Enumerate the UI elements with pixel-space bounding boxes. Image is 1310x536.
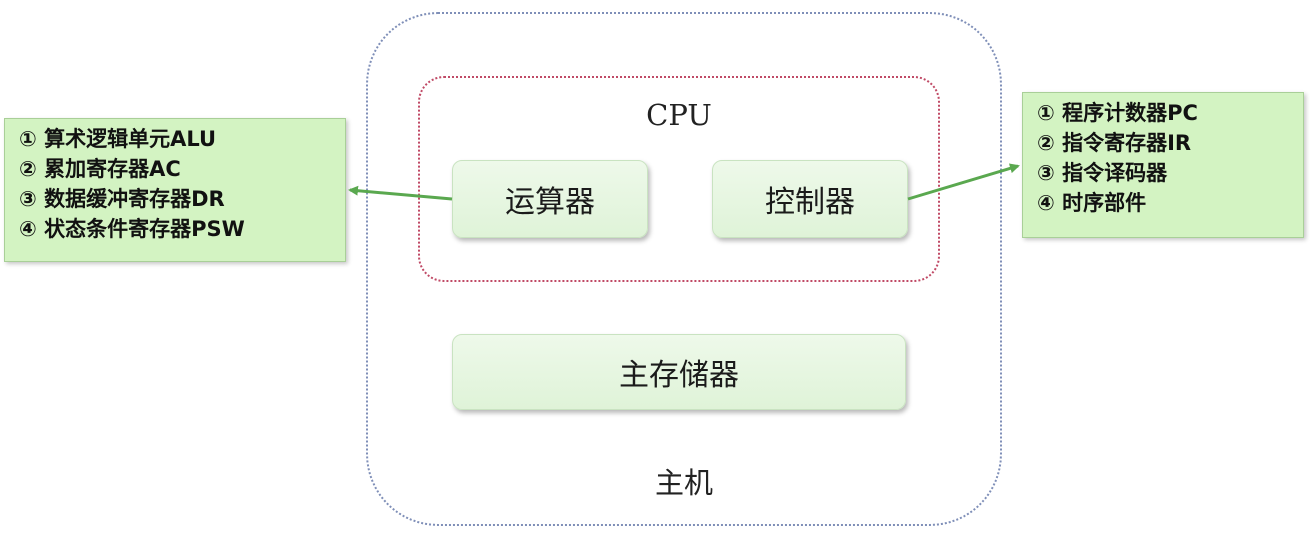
host-label: 主机: [654, 466, 713, 500]
alu-components-box: ① 算术逻辑单元ALU ② 累加寄存器AC ③ 数据缓冲寄存器DR ④ 状态条件…: [4, 118, 346, 262]
alu-component-item: ① 算术逻辑单元ALU: [19, 127, 217, 151]
controller-components-box: ① 程序计数器PC ② 指令寄存器IR ③ 指令译码器 ④ 时序部件: [1022, 92, 1304, 238]
main-memory-box: 主存储器: [452, 334, 906, 410]
controller-component-item: ② 指令寄存器IR: [1037, 131, 1192, 155]
alu-component-item: ② 累加寄存器AC: [19, 157, 181, 181]
alu-box: 运算器: [452, 160, 648, 238]
cpu-label: CPU: [646, 98, 712, 132]
controller-component-item: ④ 时序部件: [1037, 191, 1147, 215]
host-boundary: [366, 12, 1002, 526]
alu-component-item: ④ 状态条件寄存器PSW: [19, 217, 245, 241]
controller-component-item: ③ 指令译码器: [1037, 161, 1168, 185]
controller-arrow: [907, 163, 1020, 201]
controller-box: 控制器: [712, 160, 908, 238]
controller-component-item: ① 程序计数器PC: [1037, 101, 1198, 125]
cpu-boundary: [418, 76, 940, 282]
controller-label: 控制器: [765, 185, 855, 220]
alu-label: 运算器: [505, 185, 595, 220]
main-memory-label: 主存储器: [619, 358, 739, 393]
alu-arrow: [348, 185, 453, 201]
alu-component-item: ③ 数据缓冲寄存器DR: [19, 187, 225, 211]
